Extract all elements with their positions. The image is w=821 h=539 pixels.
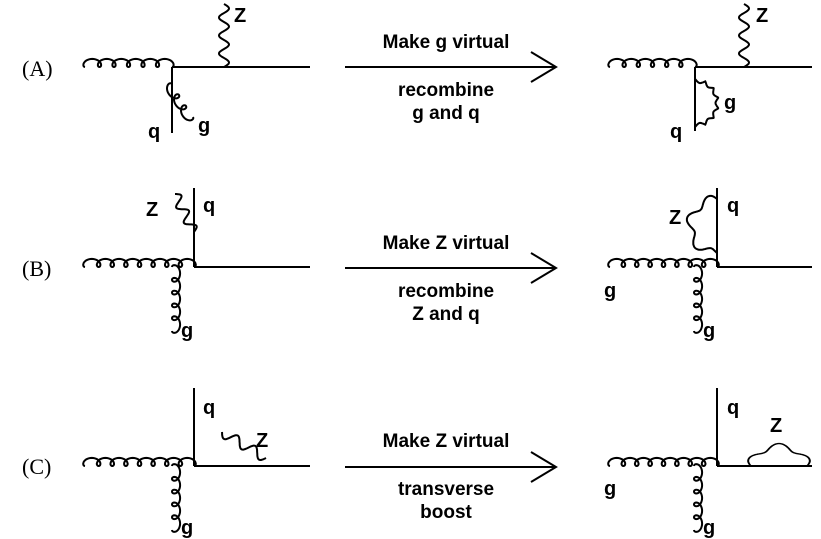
g-label: g (724, 92, 736, 114)
arrow-top-label: Make Z virtual (383, 431, 510, 452)
row-c-right-diagram: q Z g g (604, 388, 812, 539)
arrow-bottom-line-2: boost (420, 502, 472, 523)
incoming-gluon (82, 456, 197, 468)
arrow-bottom-line-1: recombine (398, 281, 494, 302)
q-label: q (727, 195, 739, 217)
g-label-emitted: g (703, 517, 715, 539)
z-label: Z (770, 415, 782, 437)
row-a-right-diagram: Z q g (607, 3, 812, 143)
arrowhead (530, 252, 558, 284)
virtual-gluon-loop (694, 78, 720, 128)
emitted-gluon (165, 82, 195, 122)
z-boson-line (737, 3, 751, 68)
g-label-incoming: g (604, 478, 616, 500)
row-a-label: (A) (22, 56, 53, 81)
arrow-bottom-line-1: transverse (398, 479, 494, 500)
row-b-arrow: Make Z virtual recombine Z and q (345, 233, 558, 325)
q-label: q (203, 195, 215, 217)
virtual-z-arch (747, 442, 811, 467)
virtual-z-loop (685, 194, 718, 254)
g-label: g (198, 115, 210, 137)
z-label: Z (669, 207, 681, 229)
z-boson-line (221, 431, 267, 461)
z-label: Z (256, 430, 268, 452)
incoming-gluon (607, 57, 698, 69)
g-label-emitted: g (703, 320, 715, 342)
incoming-gluon (82, 257, 197, 269)
q-label: q (203, 397, 215, 419)
row-b-left-diagram: Z q g (82, 188, 310, 342)
z-label: Z (756, 5, 768, 27)
row-b: (B) Z q g Make Z virtual recombine Z and… (22, 188, 812, 342)
q-label: q (148, 121, 160, 143)
row-b-label: (B) (22, 256, 51, 281)
row-c-left-diagram: q Z g (82, 388, 310, 539)
row-b-right-diagram: Z q g g (604, 188, 812, 342)
row-a-left-diagram: Z q g (82, 3, 310, 143)
incoming-gluon (607, 456, 720, 468)
emitted-gluon (170, 463, 182, 533)
arrow-bottom-line-2: g and q (412, 103, 480, 124)
arrow-bottom-line-1: recombine (398, 80, 494, 101)
incoming-gluon (607, 257, 720, 269)
g-label: g (181, 517, 193, 539)
z-label: Z (234, 5, 246, 27)
arrow-top-label: Make g virtual (383, 32, 510, 53)
g-label-incoming: g (604, 280, 616, 302)
arrowhead (530, 51, 558, 83)
q-label: q (670, 121, 682, 143)
row-a-arrow: Make g virtual recombine g and q (345, 32, 558, 124)
row-c-arrow: Make Z virtual transverse boost (345, 431, 558, 523)
emitted-gluon (692, 264, 704, 334)
row-c: (C) q Z g Make Z virtual transverse boos… (22, 388, 812, 539)
emitted-gluon (692, 463, 704, 533)
emitted-gluon (170, 264, 182, 334)
z-boson-line (175, 193, 198, 233)
incoming-gluon (82, 57, 175, 69)
z-label: Z (146, 199, 158, 221)
g-label: g (181, 320, 193, 342)
q-label: q (727, 397, 739, 419)
row-a: (A) Z q g Make g virtual recombine g and… (22, 3, 812, 143)
arrow-top-label: Make Z virtual (383, 233, 510, 254)
row-c-label: (C) (22, 454, 51, 479)
arrowhead (530, 451, 558, 483)
arrow-bottom-line-2: Z and q (412, 304, 480, 325)
z-boson-line (217, 3, 231, 68)
